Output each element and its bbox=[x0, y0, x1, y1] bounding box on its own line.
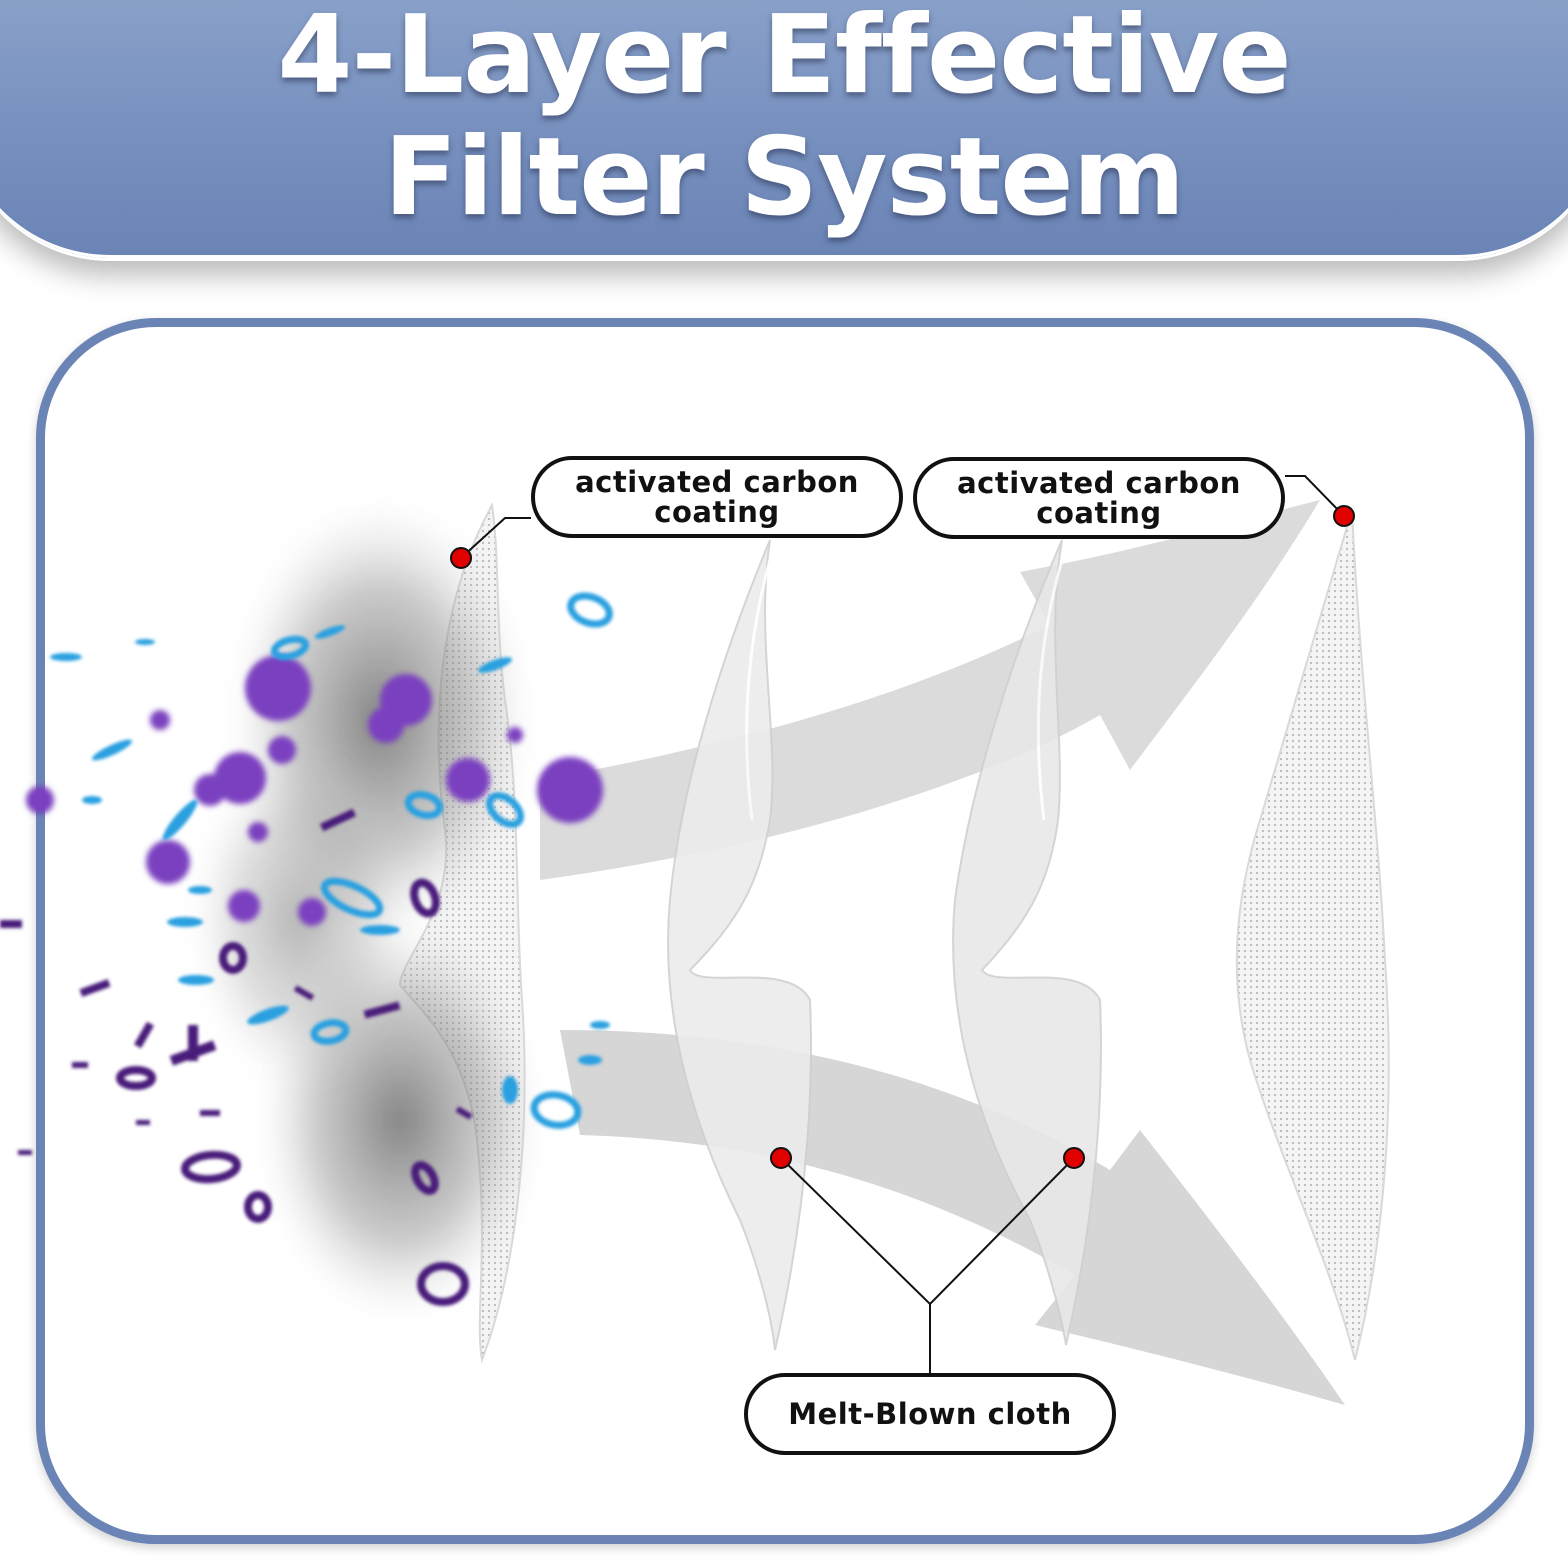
pollen-particles-blue-solid bbox=[50, 625, 610, 1104]
airflow-arrow-upper bbox=[540, 500, 1320, 880]
callout-left-line-1: activated carbon bbox=[575, 465, 859, 499]
filter-layer-3 bbox=[952, 539, 1102, 1346]
virus-particles bbox=[26, 655, 603, 926]
marker-layer-3 bbox=[1063, 1147, 1085, 1169]
airflow-arrow-lower bbox=[560, 1030, 1345, 1405]
header-banner bbox=[0, 0, 1568, 261]
callout-activated-carbon-left: activated carbon coating bbox=[531, 456, 903, 538]
filter-layer-2 bbox=[667, 539, 812, 1351]
dust-particles-dark bbox=[116, 878, 469, 1306]
marker-layer-2 bbox=[770, 1147, 792, 1169]
marker-layer-4 bbox=[1333, 505, 1355, 527]
leader-lines bbox=[460, 475, 1345, 1373]
page-title-line-1: 4-Layer Effective bbox=[277, 0, 1291, 118]
marker-layer-1 bbox=[450, 547, 472, 569]
callout-melt-blown-cloth: Melt-Blown cloth bbox=[744, 1373, 1116, 1455]
pollen-particles-blue bbox=[270, 592, 613, 1129]
callout-right-line-1: activated carbon bbox=[957, 466, 1241, 500]
callout-right-line-2: coating bbox=[1036, 496, 1162, 530]
page-title-line-2: Filter System bbox=[383, 115, 1185, 240]
layer-markers bbox=[450, 505, 1355, 1169]
callout-left-line-2: coating bbox=[654, 495, 780, 529]
filter-layer-4 bbox=[1235, 509, 1390, 1361]
callout-activated-carbon-right: activated carbon coating bbox=[913, 457, 1285, 539]
callout-bottom-label: Melt-Blown cloth bbox=[788, 1397, 1072, 1431]
dust-particles-dark-solid bbox=[0, 808, 473, 1155]
